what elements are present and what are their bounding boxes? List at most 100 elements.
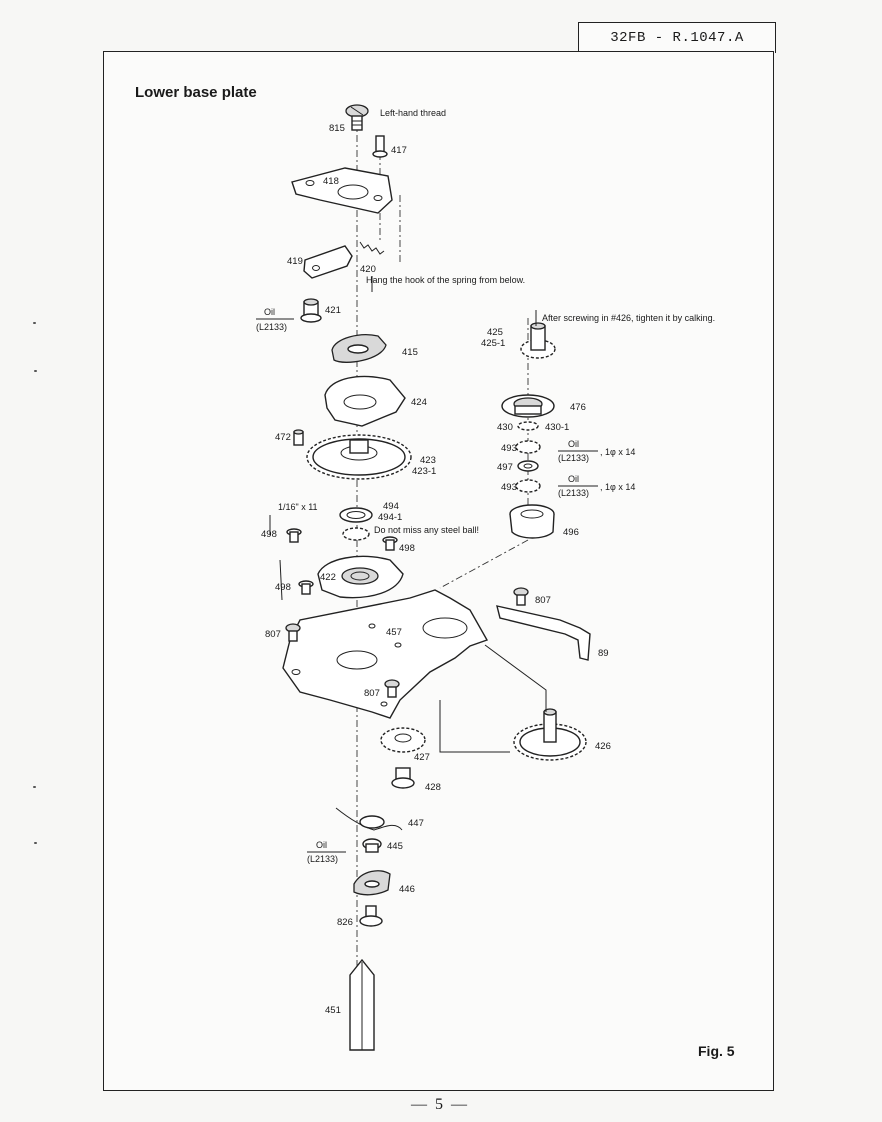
- cam-415-part: [331, 334, 387, 363]
- left-hand-thread-note: Left-hand thread: [380, 108, 446, 118]
- screw-826-part: [359, 905, 383, 927]
- race-494-part: [339, 507, 373, 523]
- page-number: — 5 —: [411, 1096, 469, 1113]
- label-423: 423: [420, 455, 436, 466]
- ball-spec-493-upper: , 1φ x 14: [600, 447, 635, 457]
- base-plate-457-part: [282, 589, 489, 719]
- label-424: 424: [411, 397, 427, 408]
- scan-speck: [34, 370, 37, 372]
- ball-ring-493-upper-part: [515, 440, 541, 454]
- oil-label-421: Oil: [264, 307, 275, 317]
- gear-423-part: [306, 434, 412, 480]
- ball-spec-493-lower: , 1φ x 14: [600, 482, 635, 492]
- cam-plate-424-part: [324, 375, 406, 427]
- label-423-1: 423-1: [412, 466, 436, 477]
- steel-ball-note: Do not miss any steel ball!: [374, 525, 479, 535]
- screw-807-right-part: [513, 587, 529, 606]
- pin-498-lower-part: [298, 580, 314, 595]
- label-430: 430: [497, 422, 513, 433]
- oil-spec-421: (L2133): [256, 322, 287, 332]
- label-415: 415: [402, 347, 418, 358]
- pin-498-right-part: [382, 536, 398, 551]
- pin-498-left-part: [286, 528, 302, 543]
- gear-425-part: [520, 322, 556, 359]
- oil-spec-445: (L2133): [307, 854, 338, 864]
- label-498-lower: 498: [275, 582, 291, 593]
- label-445: 445: [387, 841, 403, 852]
- label-493-upper: 493: [501, 443, 517, 454]
- lever-446-part: [353, 870, 391, 896]
- label-451: 451: [325, 1005, 341, 1016]
- label-807-left: 807: [265, 629, 281, 640]
- figure-label: Fig. 5: [698, 1043, 735, 1059]
- label-430-1: 430-1: [545, 422, 569, 433]
- label-417: 417: [391, 145, 407, 156]
- scan-speck: [33, 786, 36, 788]
- label-425-1: 425-1: [481, 338, 505, 349]
- screw-807-center-part: [384, 679, 400, 698]
- label-447: 447: [408, 818, 424, 829]
- label-446: 446: [399, 884, 415, 895]
- housing-496-part: [509, 504, 555, 539]
- label-426: 426: [595, 741, 611, 752]
- label-457: 457: [386, 627, 402, 638]
- gear-427-part: [380, 727, 426, 753]
- bushing-428-part: [391, 767, 415, 789]
- label-422: 422: [320, 572, 336, 583]
- oil-spec-493-upper: (L2133): [558, 453, 589, 463]
- spring-hook-note: Hang the hook of the spring from below.: [366, 275, 525, 285]
- gear-426-part: [513, 708, 587, 761]
- pin-417-part: [372, 135, 388, 158]
- oil-label-493-lower: Oil: [568, 474, 579, 484]
- plate-418-part: [291, 167, 393, 214]
- label-807-center: 807: [364, 688, 380, 699]
- steel-ball-ring-part: [342, 527, 370, 541]
- lever-89-part: [496, 605, 591, 661]
- spring-430-part: [517, 421, 539, 431]
- label-494: 494: [383, 501, 399, 512]
- leader-426-upper: [484, 644, 547, 712]
- label-420: 420: [360, 264, 376, 275]
- right-link-line: [439, 539, 529, 589]
- calking-note: After screwing in #426, tighten it by ca…: [542, 313, 715, 323]
- bushing-421-part: [300, 298, 322, 323]
- oil-label-493-upper: Oil: [568, 439, 579, 449]
- label-498-right: 498: [399, 543, 415, 554]
- label-497: 497: [497, 462, 513, 473]
- collar-445-part: [362, 838, 382, 853]
- label-496: 496: [563, 527, 579, 538]
- label-498-left: 498: [261, 529, 277, 540]
- label-807-right: 807: [535, 595, 551, 606]
- pin-472-part: [293, 429, 304, 446]
- label-493-lower: 493: [501, 482, 517, 493]
- spring-447-part: [335, 807, 403, 831]
- label-425: 425: [487, 327, 503, 338]
- screw-815-part: [345, 104, 369, 131]
- flange-476-part: [501, 394, 555, 418]
- oil-label-445: Oil: [316, 840, 327, 850]
- label-421: 421: [325, 305, 341, 316]
- scan-speck: [34, 842, 37, 844]
- label-494-1: 494-1: [378, 512, 402, 523]
- label-428: 428: [425, 782, 441, 793]
- label-419: 419: [287, 256, 303, 267]
- document-code: 32FB - R.1047.A: [578, 22, 776, 53]
- ball-size-label: 1/16" x 11: [278, 502, 318, 512]
- label-472: 472: [275, 432, 291, 443]
- label-826: 826: [337, 917, 353, 928]
- screw-807-left-part: [285, 623, 301, 642]
- label-89: 89: [598, 648, 609, 659]
- leader-426: [439, 700, 510, 753]
- lever-419-part: [303, 245, 353, 279]
- section-title: Lower base plate: [135, 84, 257, 101]
- pin-498-leader: [279, 559, 283, 601]
- figure-frame: [103, 51, 774, 1091]
- ball-ring-493-lower-part: [515, 479, 541, 493]
- bearing-plate-422-part: [317, 555, 404, 599]
- label-476: 476: [570, 402, 586, 413]
- washer-497-part: [517, 460, 539, 472]
- oil-spec-493-lower: (L2133): [558, 488, 589, 498]
- label-418: 418: [323, 176, 339, 187]
- spring-420-part: [359, 241, 385, 255]
